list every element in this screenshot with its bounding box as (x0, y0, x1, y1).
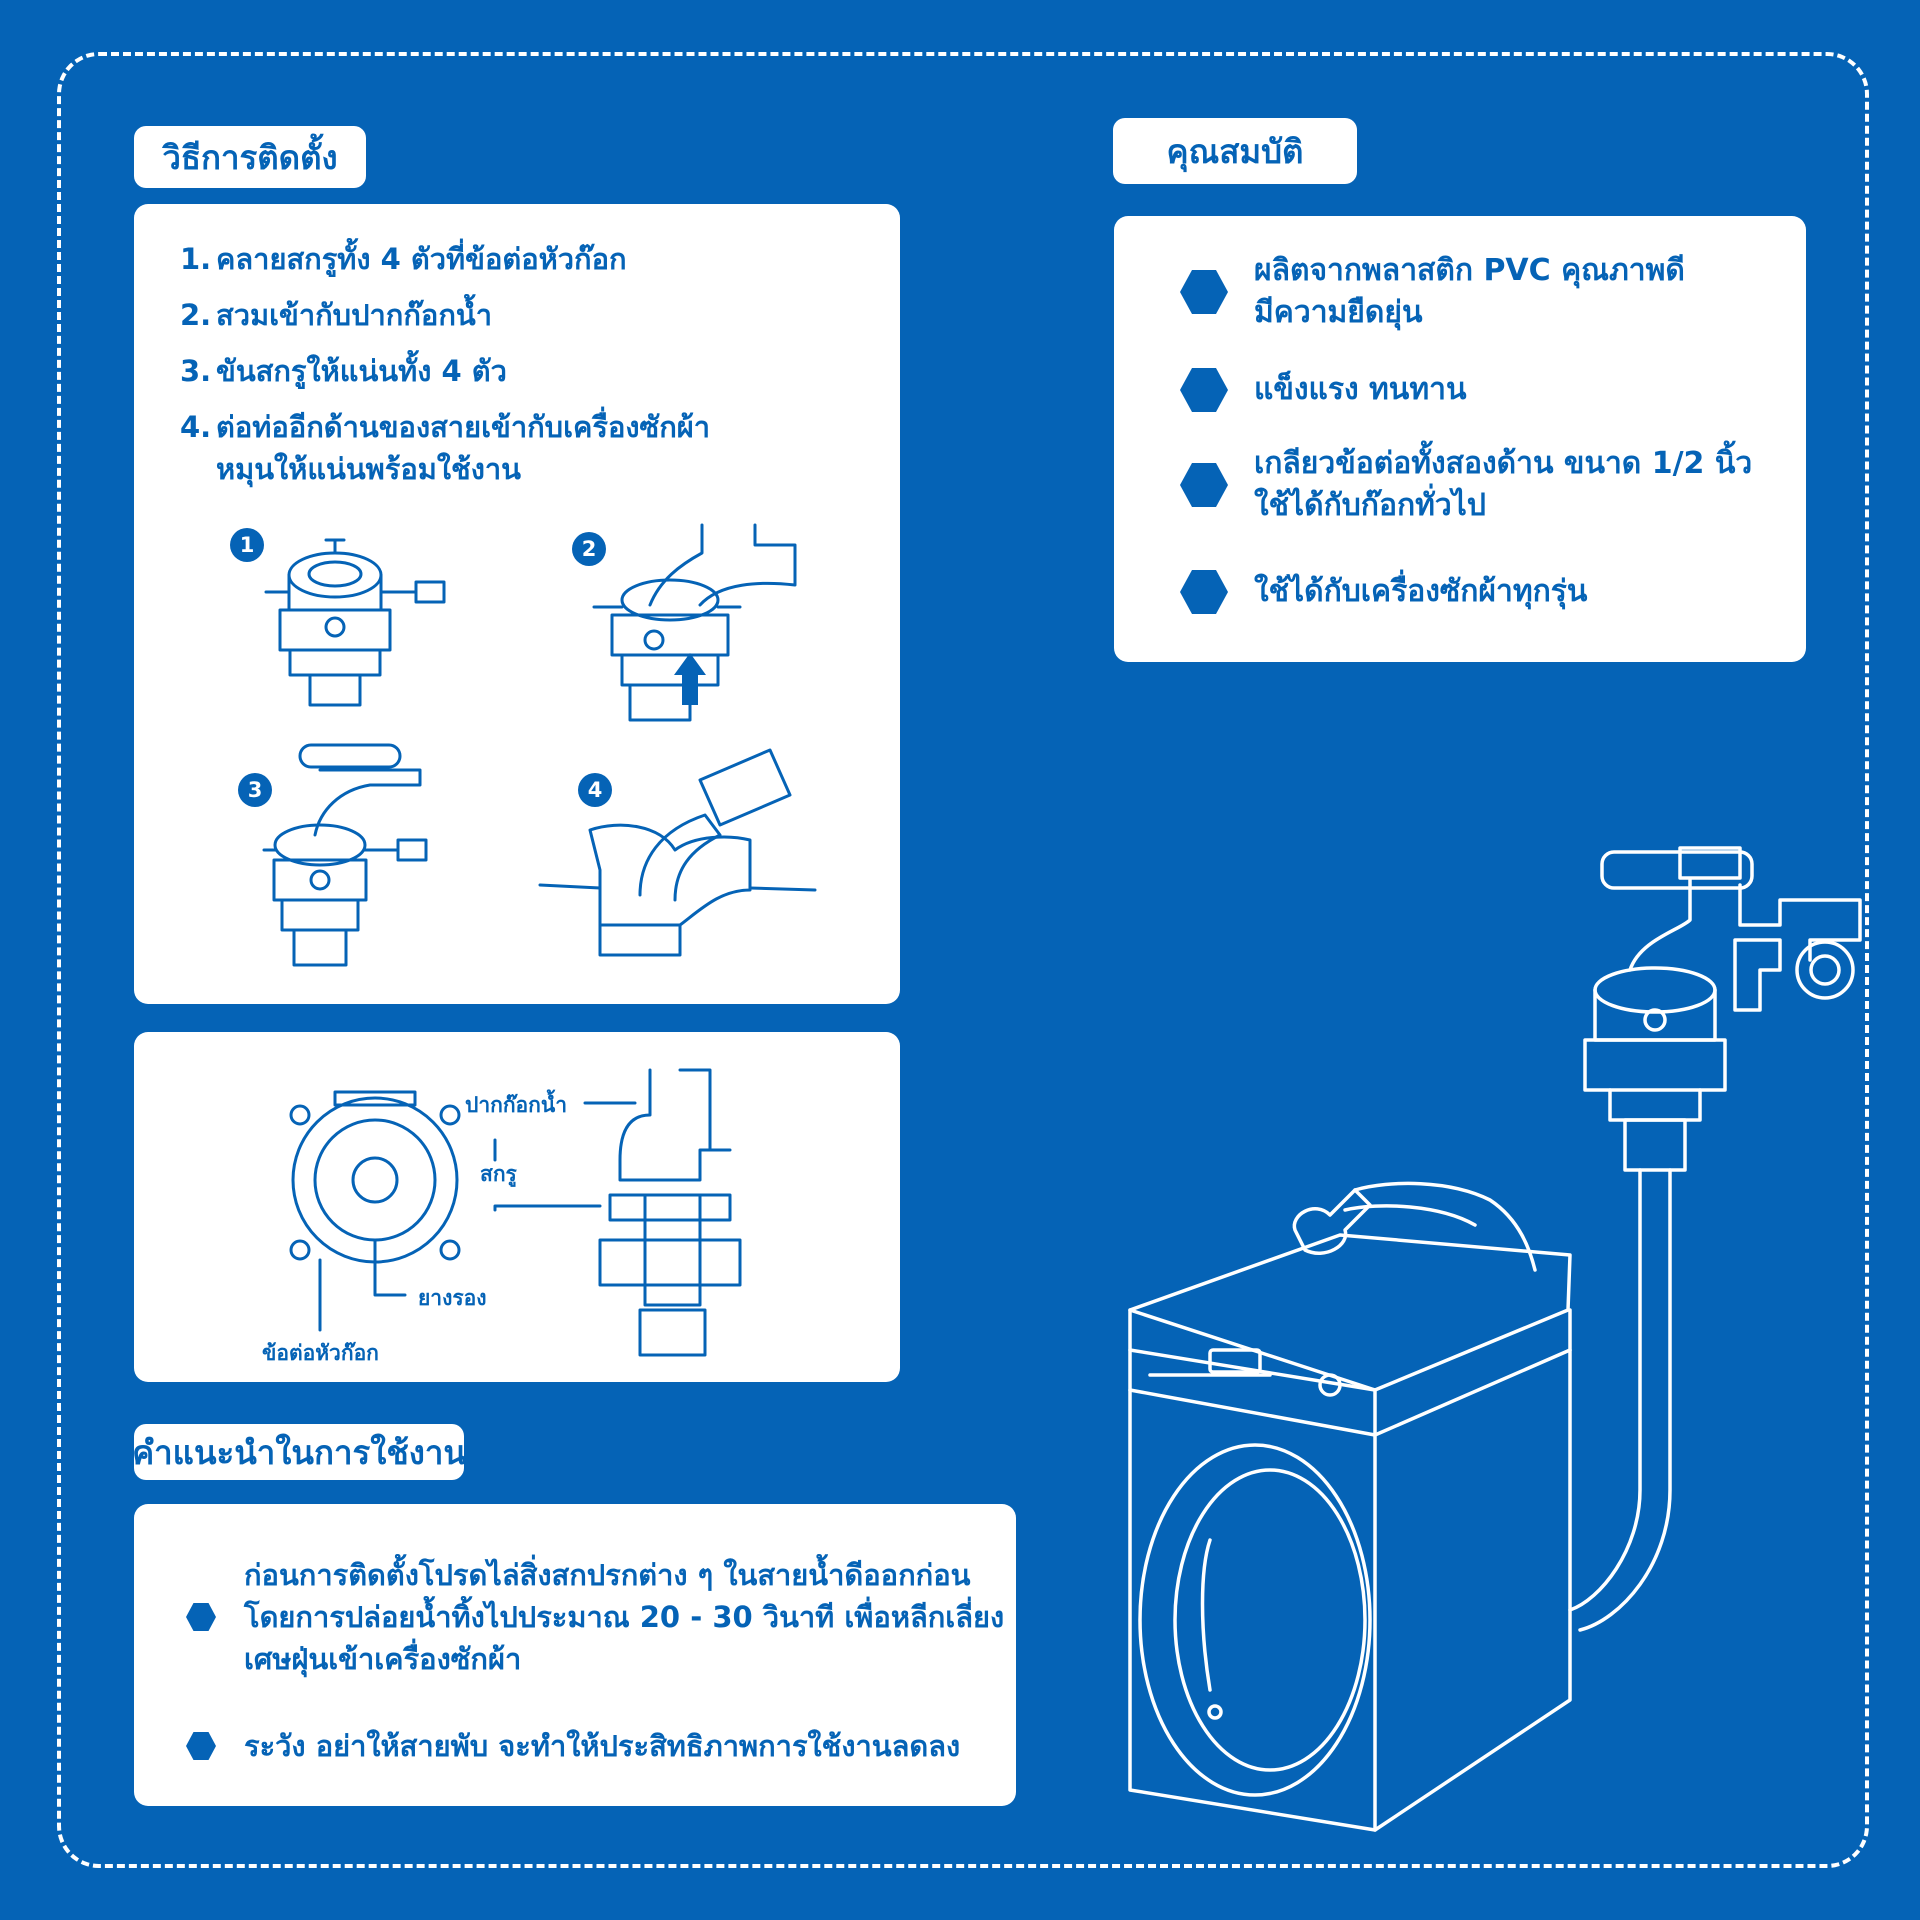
step-badge-3: 3 (238, 773, 272, 807)
tips-title-tag: คำแนะนำในการใช้งาน (132, 1424, 466, 1480)
feature-item: แข็งแรง ทนทาน (1180, 368, 1466, 412)
install-step: 2. สวมเข้ากับปากก๊อกน้ำ (180, 294, 780, 336)
parts-diagram (289, 1068, 742, 1357)
label-faucet-mouth: ปากก๊อกน้ำ (465, 1093, 568, 1117)
hexagon-bullet-icon (1180, 368, 1228, 412)
install-title-tag: วิธีการติดตั้ง (134, 126, 366, 188)
feature-item: ผลิตจากพลาสติก PVC คุณภาพดี มีความยืดยุ่… (1180, 250, 1685, 334)
step-badge-1: 1 (230, 528, 264, 562)
feature-line: เกลียวข้อต่อทั้งสองด้าน ขนาด 1/2 นิ้ว (1254, 446, 1753, 481)
install-step: 1. คลายสกรูทั้ง 4 ตัวที่ข้อต่อหัวก๊อก (180, 238, 780, 280)
hexagon-bullet-icon (1180, 270, 1228, 314)
features-title-tag: คุณสมบัติ (1113, 118, 1357, 184)
step-2-illustration (592, 523, 797, 722)
feature-item: ใช้ได้กับเครื่องซักผ้าทุกรุ่น (1180, 570, 1587, 614)
feature-line: แข็งแรง ทนทาน (1254, 372, 1467, 407)
step-number: 1. (180, 242, 212, 276)
feature-line: ใช้ได้กับเครื่องซักผ้าทุกรุ่น (1254, 574, 1588, 609)
tip-line: เศษฝุ่นเข้าเครื่องซักผ้า (244, 1642, 522, 1676)
label-gasket: ยางรอง (418, 1286, 487, 1310)
install-steps: 1. คลายสกรูทั้ง 4 ตัวที่ข้อต่อหัวก๊อก 2.… (180, 238, 780, 504)
step-text: คลายสกรูทั้ง 4 ตัวที่ข้อต่อหัวก๊อก (216, 242, 627, 276)
washing-machine-illustration (1128, 846, 1862, 1832)
label-screw: สกรู (480, 1162, 517, 1186)
label-connector: ข้อต่อหัวก๊อก (262, 1341, 379, 1365)
feature-line: ผลิตจากพลาสติก PVC คุณภาพดี (1254, 253, 1685, 288)
tip-line: ก่อนการติดตั้งโปรดไล่สิ่งสกปรกต่าง ๆ ในส… (244, 1558, 971, 1592)
step-number: 4. (180, 410, 212, 444)
step-text: หมุนให้แน่นพร้อมใช้งาน (216, 452, 522, 486)
step-text: ขันสกรูให้แน่นทั้ง 4 ตัว (216, 354, 507, 388)
hexagon-bullet-icon (1180, 463, 1228, 507)
tip-item: ก่อนการติดตั้งโปรดไล่สิ่งสกปรกต่าง ๆ ในส… (186, 1554, 1004, 1680)
step-badge-4: 4 (578, 773, 612, 807)
install-step: 3. ขันสกรูให้แน่นทั้ง 4 ตัว (180, 350, 780, 392)
step-badge-2: 2 (572, 532, 606, 566)
feature-line: ใช้ได้กับก๊อกทั่วไป (1254, 488, 1486, 523)
hexagon-bullet-icon (186, 1732, 216, 1760)
install-card (134, 204, 900, 1004)
install-title: วิธีการติดตั้ง (162, 137, 338, 177)
step-number: 3. (180, 354, 212, 388)
step-text: ต่อท่ออีกด้านของสายเข้ากับเครื่องซักผ้า (216, 410, 711, 444)
hexagon-bullet-icon (186, 1603, 216, 1631)
step-number: 2. (180, 298, 212, 332)
dashed-frame (57, 52, 1869, 1868)
features-card (1114, 216, 1806, 662)
step-text: สวมเข้ากับปากก๊อกน้ำ (216, 298, 492, 332)
step-4-illustration (538, 748, 817, 957)
step-3-illustration (262, 743, 428, 967)
tip-item: ระวัง อย่าให้สายพับ จะทำให้ประสิทธิภาพกา… (186, 1725, 960, 1767)
install-step: 4. ต่อท่ออีกด้านของสายเข้ากับเครื่องซักผ… (180, 406, 780, 490)
tip-line: โดยการปล่อยน้ำทิ้งไปประมาณ 20 - 30 วินาท… (244, 1600, 1005, 1634)
feature-line: มีความยืดยุ่น (1254, 295, 1423, 330)
tip-line: ระวัง อย่าให้สายพับ จะทำให้ประสิทธิภาพกา… (244, 1729, 961, 1763)
features-title: คุณสมบัติ (1166, 131, 1304, 171)
hexagon-bullet-icon (1180, 570, 1228, 614)
tips-card (134, 1504, 1016, 1806)
feature-item: เกลียวข้อต่อทั้งสองด้าน ขนาด 1/2 นิ้ว ใช… (1180, 443, 1752, 527)
step-1-illustration (264, 538, 446, 707)
tips-title: คำแนะนำในการใช้งาน (132, 1432, 466, 1472)
